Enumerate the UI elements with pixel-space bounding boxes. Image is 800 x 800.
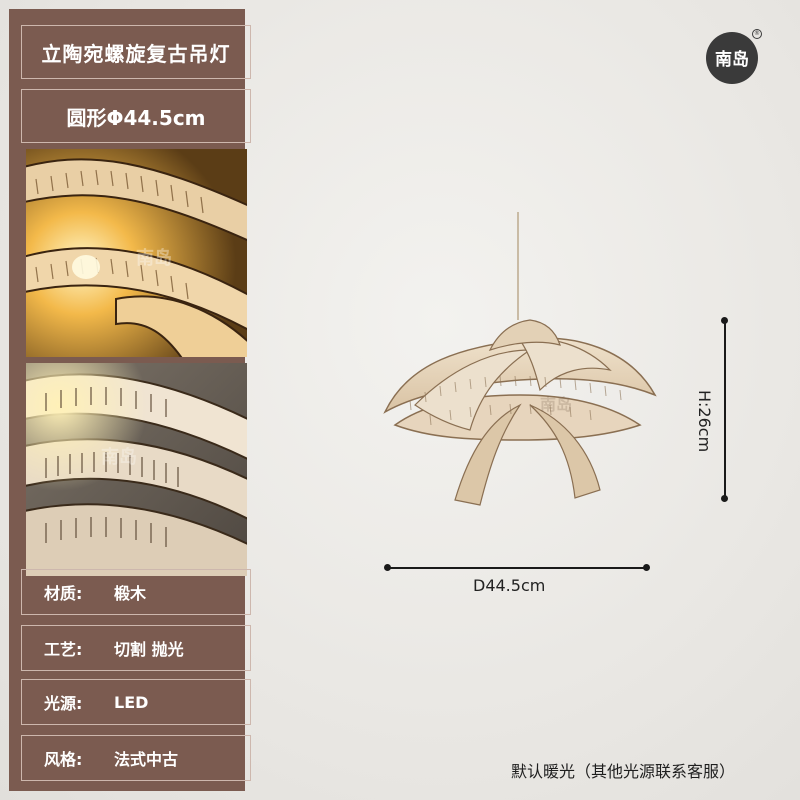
spec-value: 法式中古 xyxy=(114,750,179,769)
spec-row-light-source: 光源: LED xyxy=(21,679,251,725)
height-label: H:26cm xyxy=(695,390,714,453)
dimension-endpoint-icon xyxy=(721,317,728,324)
title-box: 立陶宛螺旋复古吊灯 xyxy=(21,25,251,79)
dimension-endpoint-icon xyxy=(643,564,650,571)
size-box: 圆形Φ44.5cm xyxy=(21,89,251,143)
detail-photo-perforated: 南岛 xyxy=(26,363,247,576)
diameter-dimension-line xyxy=(388,567,648,569)
spec-label: 风格: xyxy=(44,750,83,769)
spec-row-craft: 工艺: 切割 抛光 xyxy=(21,625,251,671)
dimension-endpoint-icon xyxy=(384,564,391,571)
registered-mark-icon: ® xyxy=(752,29,762,39)
pendant-lamp-illustration: 南岛 xyxy=(383,212,657,506)
spec-label: 工艺: xyxy=(44,640,83,659)
spec-value: LED xyxy=(114,692,149,712)
light-color-note: 默认暖光（其他光源联系客服） xyxy=(511,762,736,781)
spec-row-style: 风格: 法式中古 xyxy=(21,735,251,781)
spec-row-material: 材质: 椴木 xyxy=(21,569,251,615)
dimension-endpoint-icon xyxy=(721,495,728,502)
spec-value: 椴木 xyxy=(114,584,147,603)
diameter-label: D44.5cm xyxy=(473,576,546,595)
watermark: 南岛 xyxy=(101,447,137,468)
spec-label: 材质: xyxy=(44,584,83,603)
info-panel: 立陶宛螺旋复古吊灯 圆形Φ44.5cm xyxy=(9,9,251,791)
height-dimension-line xyxy=(724,320,726,500)
product-size: 圆形Φ44.5cm xyxy=(66,105,206,130)
spec-label: 光源: xyxy=(44,694,83,713)
spec-value: 切割 抛光 xyxy=(114,640,184,659)
logo-text: 南岛 xyxy=(715,50,749,70)
brand-logo: 南岛 xyxy=(706,32,758,84)
detail-photo-warm: 南岛 xyxy=(26,149,247,357)
product-title: 立陶宛螺旋复古吊灯 xyxy=(41,41,231,66)
watermark: 南岛 xyxy=(540,395,572,414)
watermark: 南岛 xyxy=(136,248,172,269)
